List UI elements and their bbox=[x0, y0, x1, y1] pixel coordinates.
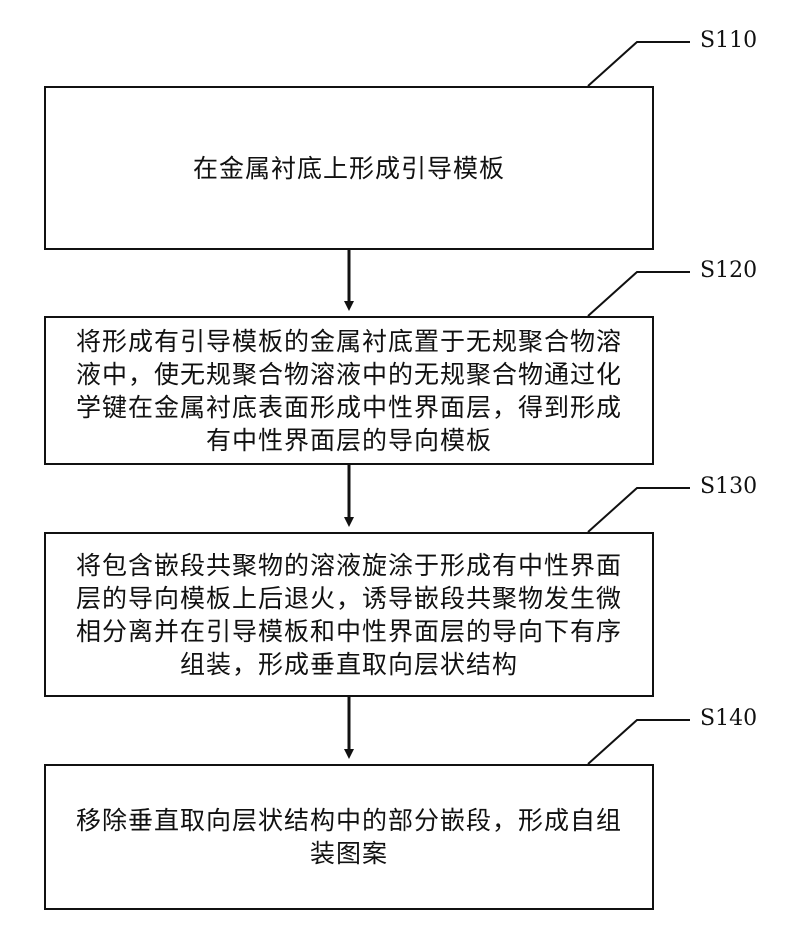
step-label-s130: S130 bbox=[700, 474, 757, 499]
step-box-s120: 将形成有引导模板的金属衬底置于无规聚合物溶液中，使无规聚合物溶液中的无规聚合物通… bbox=[44, 316, 654, 465]
label-leader-s130 bbox=[588, 488, 690, 532]
label-leader-s110 bbox=[588, 42, 690, 86]
step-text-s130: 将包含嵌段共聚物的溶液旋涂于形成有中性界面层的导向模板上后退火，诱导嵌段共聚物发… bbox=[69, 549, 629, 681]
step-text-s110: 在金属衬底上形成引导模板 bbox=[79, 152, 619, 185]
step-label-s110: S110 bbox=[700, 28, 757, 53]
label-leader-s120 bbox=[588, 272, 690, 316]
step-box-s130: 将包含嵌段共聚物的溶液旋涂于形成有中性界面层的导向模板上后退火，诱导嵌段共聚物发… bbox=[44, 532, 654, 697]
step-text-s140: 移除垂直取向层状结构中的部分嵌段，形成自组装图案 bbox=[69, 804, 629, 870]
step-box-s110: 在金属衬底上形成引导模板 bbox=[44, 86, 654, 250]
step-label-s120: S120 bbox=[700, 258, 757, 283]
label-leader-s140 bbox=[588, 720, 690, 764]
step-label-s140: S140 bbox=[700, 706, 757, 731]
step-box-s140: 移除垂直取向层状结构中的部分嵌段，形成自组装图案 bbox=[44, 764, 654, 910]
step-text-s120: 将形成有引导模板的金属衬底置于无规聚合物溶液中，使无规聚合物溶液中的无规聚合物通… bbox=[69, 325, 629, 457]
